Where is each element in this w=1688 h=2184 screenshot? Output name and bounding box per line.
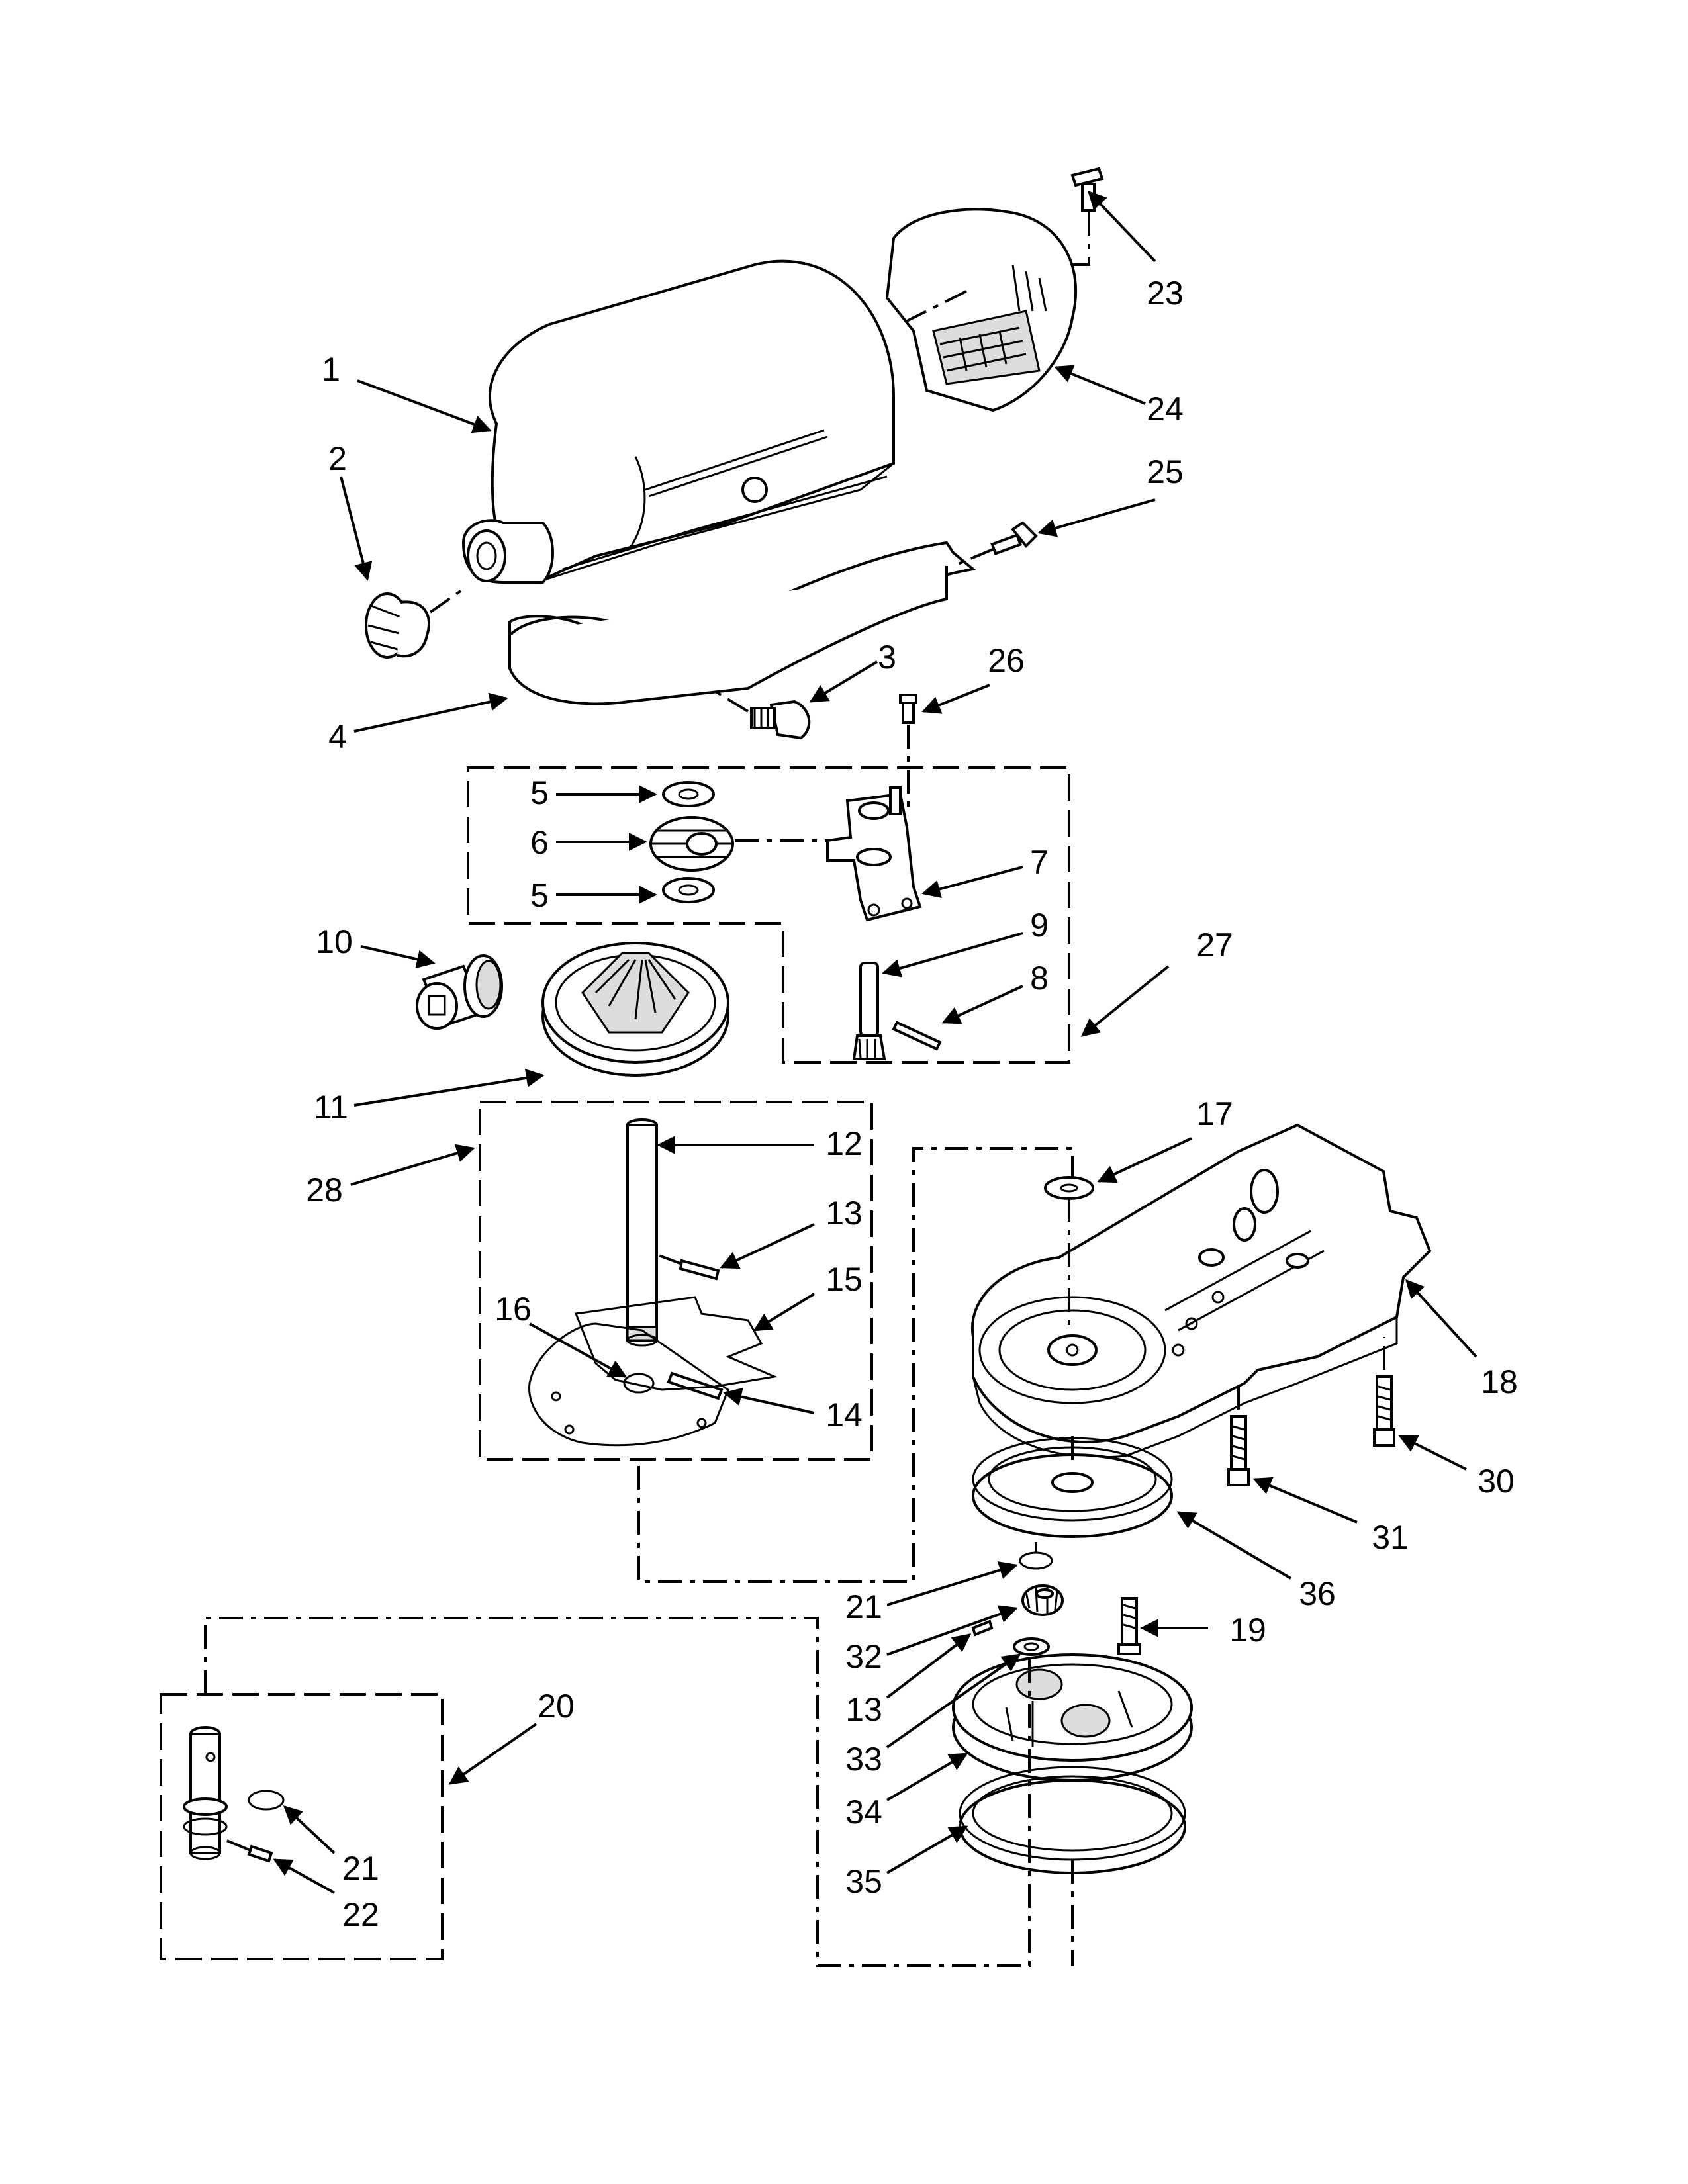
part-6-gear[interactable] xyxy=(649,816,834,872)
callout-34: 34 xyxy=(845,1794,882,1831)
callout-18: 18 xyxy=(1481,1363,1518,1400)
callout-3: 3 xyxy=(878,639,896,676)
part-31-bolt[interactable] xyxy=(1227,1383,1250,1486)
callout-10: 10 xyxy=(316,923,353,960)
callout-11: 11 xyxy=(314,1089,348,1126)
callout-14: 14 xyxy=(825,1396,863,1433)
callout-28: 28 xyxy=(306,1171,343,1208)
part-26-screw[interactable] xyxy=(899,694,917,814)
part-21-retaining-ring[interactable] xyxy=(1019,1542,1053,1570)
part-18-gear-housing[interactable] xyxy=(970,1123,1432,1459)
part-33-washer[interactable] xyxy=(1013,1637,1050,1656)
part-14-pin[interactable] xyxy=(667,1371,724,1400)
callout-33: 33 xyxy=(845,1741,882,1778)
callout-4: 4 xyxy=(328,718,347,755)
callout-1: 1 xyxy=(322,351,340,388)
part-21-retaining-ring-lower[interactable] xyxy=(248,1790,285,1811)
part-32-pinion[interactable] xyxy=(1021,1584,1064,1616)
part-12-main-shaft[interactable] xyxy=(626,1118,658,1347)
callout-26: 26 xyxy=(988,642,1025,679)
group-27-box xyxy=(467,766,1070,1064)
callout-17: 17 xyxy=(1196,1095,1233,1132)
part-8-pin[interactable] xyxy=(892,1021,942,1051)
part-7-gear-bracket[interactable] xyxy=(826,786,922,922)
callout-31: 31 xyxy=(1372,1519,1409,1556)
callout-30: 30 xyxy=(1477,1463,1515,1500)
callout-2: 2 xyxy=(328,440,347,477)
part-13-pin-lower[interactable] xyxy=(971,1619,994,1637)
part-2-hub-cap[interactable] xyxy=(365,588,465,659)
callout-12: 12 xyxy=(825,1125,863,1162)
callout-20: 20 xyxy=(538,1688,575,1725)
part-13-pin-upper[interactable] xyxy=(655,1253,720,1281)
part-5-washer-bottom[interactable] xyxy=(662,877,715,903)
callout-15: 15 xyxy=(825,1261,863,1298)
part-34-planetary-housing[interactable] xyxy=(952,1653,1193,1782)
part-20-shaft-assembly[interactable] xyxy=(183,1726,228,1860)
callout-32: 32 xyxy=(845,1638,882,1675)
callout-21-lower: 21 xyxy=(342,1850,379,1887)
callout-19: 19 xyxy=(1229,1612,1266,1649)
callout-13-upper: 13 xyxy=(825,1195,863,1232)
callout-23: 23 xyxy=(1147,275,1184,312)
callout-6: 6 xyxy=(530,824,549,861)
callout-24: 24 xyxy=(1147,390,1184,428)
part-25-screw[interactable] xyxy=(953,521,1038,567)
group-28-box xyxy=(479,1101,873,1461)
part-19-bolt[interactable] xyxy=(1117,1597,1141,1655)
callout-7: 7 xyxy=(1030,844,1049,881)
callout-13-lower: 13 xyxy=(845,1691,882,1728)
group-20-box xyxy=(160,1693,444,1960)
callout-25: 25 xyxy=(1147,453,1184,490)
callout-labels: 1 2 3 26 4 5 6 5 7 9 8 27 10 11 12 17 28… xyxy=(306,275,1518,1933)
part-30-bolt[interactable] xyxy=(1373,1337,1395,1447)
callout-8: 8 xyxy=(1030,960,1049,997)
part-16-gasket[interactable] xyxy=(528,1322,729,1447)
part-9-shaft[interactable] xyxy=(852,962,886,1060)
front-hub xyxy=(461,519,554,584)
callout-27: 27 xyxy=(1196,927,1233,964)
part-24-rear-cover[interactable] xyxy=(885,208,1078,412)
callout-5-bottom: 5 xyxy=(530,877,549,914)
connector-lines xyxy=(204,1147,1074,1967)
callout-21-upper: 21 xyxy=(845,1588,882,1625)
callout-9: 9 xyxy=(1030,907,1049,944)
part-22-pin[interactable] xyxy=(224,1839,273,1863)
callout-36: 36 xyxy=(1299,1575,1336,1612)
part-11-bevel-gear[interactable] xyxy=(541,942,729,1077)
callout-5-top: 5 xyxy=(530,774,549,811)
callout-22: 22 xyxy=(342,1896,379,1933)
part-35-ring[interactable] xyxy=(959,1766,1186,1966)
part-36-ring-gear[interactable] xyxy=(972,1436,1173,1538)
part-5-washer-top[interactable] xyxy=(662,781,715,807)
part-10-coupling[interactable] xyxy=(416,954,503,1030)
callout-16: 16 xyxy=(494,1291,532,1328)
part-17-washer[interactable] xyxy=(1044,1176,1094,1200)
leader-arrows xyxy=(273,190,1477,1894)
part-4-trim-band[interactable] xyxy=(508,541,976,705)
callout-35: 35 xyxy=(845,1863,882,1900)
